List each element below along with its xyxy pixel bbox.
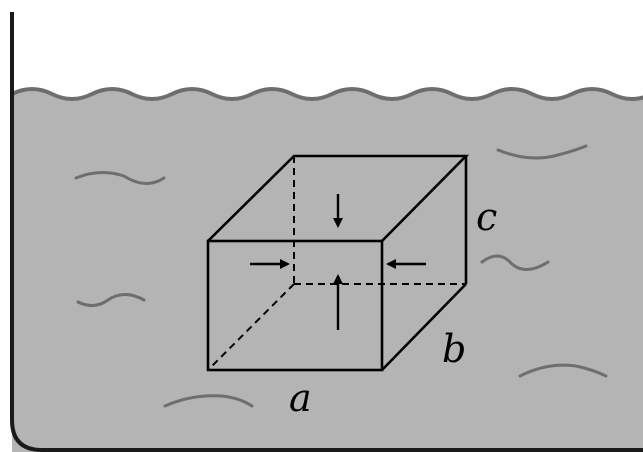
front-face	[206, 239, 384, 372]
ripple	[74, 171, 166, 185]
water-body	[12, 89, 643, 452]
ripple	[480, 254, 550, 271]
pressure-arrows	[250, 194, 426, 330]
tank-wall	[10, 12, 643, 452]
hidden-edge	[207, 283, 295, 371]
ripple	[496, 144, 588, 160]
ripple	[163, 394, 254, 408]
rectangular-box	[206, 154, 470, 372]
label-b: b	[442, 327, 466, 371]
ripple	[76, 293, 146, 307]
label-c: c	[476, 195, 497, 239]
water-surface	[11, 87, 643, 101]
right-bottom-depth-edge	[381, 283, 467, 371]
label-a: a	[289, 376, 312, 420]
top-face-back-edges	[207, 154, 470, 242]
ripple	[518, 363, 608, 378]
water-ripples	[74, 144, 608, 408]
